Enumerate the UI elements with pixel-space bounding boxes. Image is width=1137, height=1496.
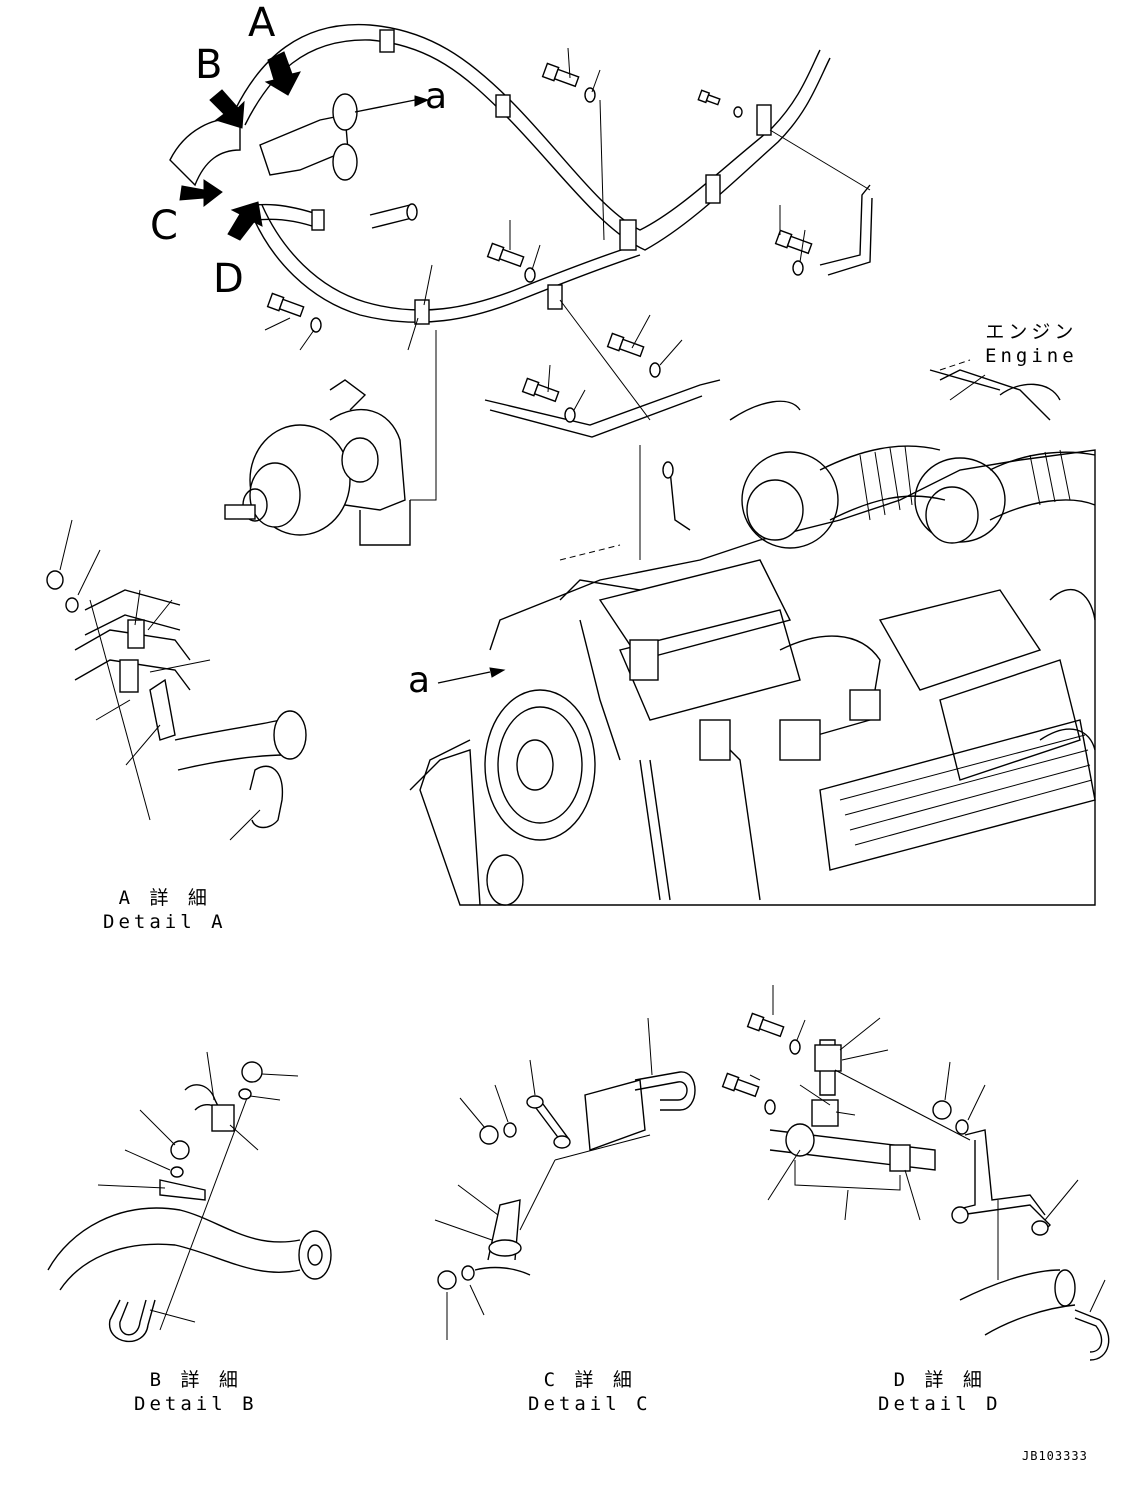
detail-a-art [46,519,307,841]
detail-d-art [721,985,1110,1361]
bolts-top [264,47,813,423]
detail-b-caption: B 詳 細 Detail B [134,1368,258,1416]
drawing-code: JB103333 [1022,1449,1088,1463]
callout-arrows [179,51,301,241]
detail-a-caption: A 詳 細 Detail A [103,886,227,934]
detail-b-caption-jp: B 詳 細 [149,1369,242,1391]
detail-c-caption-jp: C 詳 細 [543,1369,636,1391]
callout-d-label: D [213,256,244,302]
callout-b-label: B [195,42,223,88]
detail-c-caption: C 詳 細 Detail C [528,1368,652,1416]
engine-label-en: Engine [985,345,1078,367]
detail-d-caption-en: Detail D [878,1393,1002,1415]
detail-b-art [47,1051,332,1342]
engine-label-jp: エンジン [985,321,1078,343]
engine-body [409,359,1096,906]
detail-b-caption-en: Detail B [134,1393,258,1415]
engine-label: エンジン Engine [985,320,1078,368]
turbocharger-small [224,379,411,546]
detail-a-caption-jp: A 詳 細 [118,887,211,909]
detail-c-art [434,1017,696,1340]
callout-a-lower-engine: a [408,660,431,701]
detail-a-caption-en: Detail A [103,911,227,933]
detail-d-caption-jp: D 詳 細 [893,1369,986,1391]
detail-c-caption-en: Detail C [528,1393,652,1415]
main-pipe-assembly [169,23,873,560]
callout-c-label: C [150,203,178,249]
detail-d-caption: D 詳 細 Detail D [878,1368,1002,1416]
callout-a-label: A [248,0,276,46]
callout-a-lower-top: a [425,76,448,117]
